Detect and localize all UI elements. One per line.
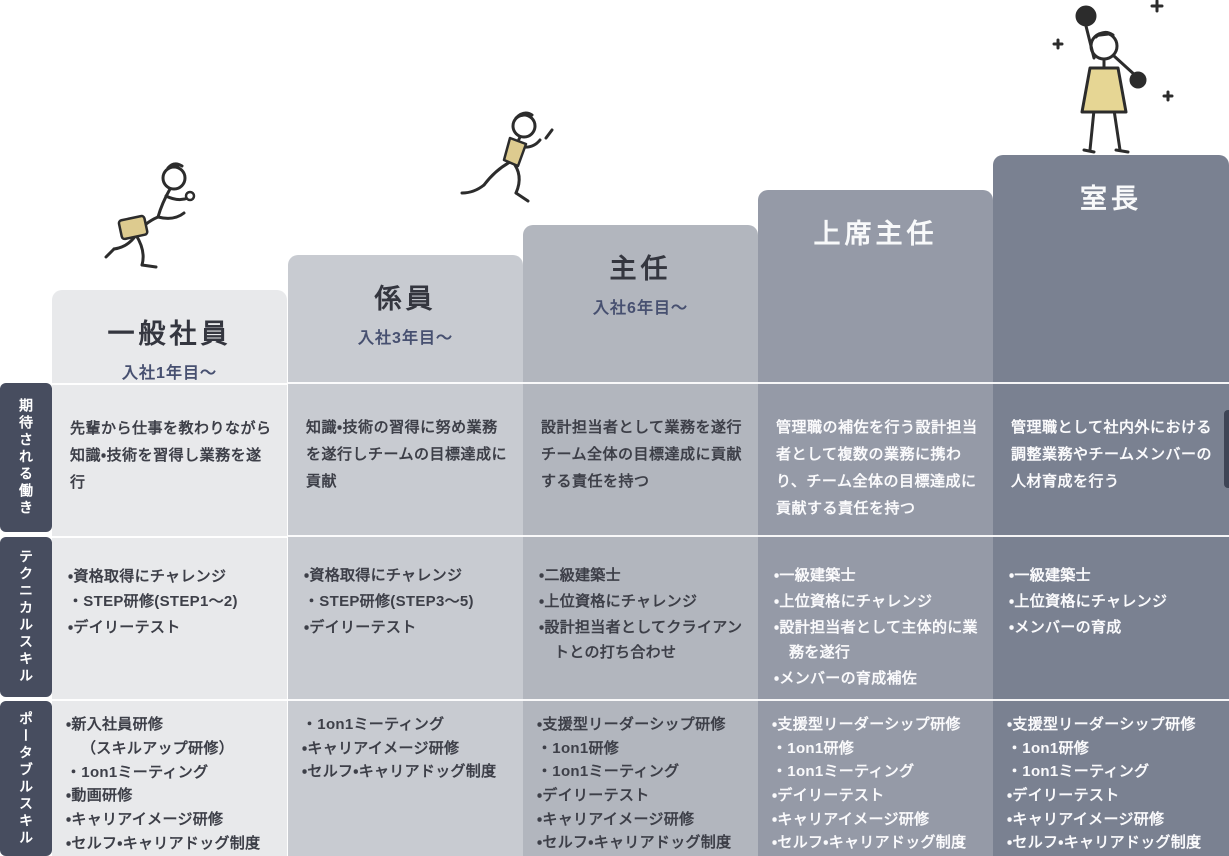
skill-item: ・STEP研修(STEP3～5) [304, 592, 474, 610]
skill-item: ・セルフ・キャリアドッグ制度 [302, 763, 497, 781]
column-subtitle: 入社6年目～ [593, 300, 688, 317]
skill-item: ・1on1ミーティング [537, 763, 680, 781]
career-column-chief: 主任 入社6年目～ 設計担当者として業務を遂行 チーム全体の目標達成に貢献する責… [523, 225, 758, 856]
portable-skills-cell: ・1on1ミーティング・キャリアイメージ研修・セルフ・キャリアドッグ制度 [288, 699, 523, 856]
skill-item: ・二級建築士 [539, 567, 621, 584]
skill-item: ・キャリアイメージ研修 [772, 810, 930, 828]
column-header: 室長 [993, 155, 1229, 382]
column-header: 係員 入社3年目～ [288, 255, 523, 382]
skill-item: ・デイリーテスト [68, 619, 181, 637]
skill-item: ・キャリアイメージ研修 [1007, 810, 1165, 828]
expected-work-cell: 先輩から仕事を教わりながら知識・技術を習得し業務を遂行 [52, 383, 287, 536]
skill-item: ・セルフ・キャリアドッグ制度 [772, 834, 967, 852]
skill-item: ・キャリアイメージ研修 [66, 811, 224, 829]
skill-item: ・STEP研修(STEP1～2) [68, 593, 238, 611]
portable-skills-cell: ・支援型リーダーシップ研修・1on1研修・1on1ミーティング・デイリーテスト・… [758, 699, 993, 856]
portable-skills-cell: ・支援型リーダーシップ研修・1on1研修・1on1ミーティング・デイリーテスト・… [993, 699, 1229, 856]
running-person-with-briefcase-illustration [98, 156, 220, 294]
skill-item: ・1on1ミーティング [66, 763, 209, 781]
skill-item: ・新入社員研修 （スキルアップ研修） [66, 716, 235, 758]
technical-skills-list: ・資格取得にチャレンジ・STEP研修(STEP1～2) ・デイリーテスト [52, 538, 287, 641]
expected-work-cell: 設計担当者として業務を遂行 チーム全体の目標達成に貢献する責任を持つ [523, 382, 758, 535]
expected-work-cell: 管理職として社内外における調整業務やチームメンバーの人材育成を行う [993, 382, 1229, 535]
column-title: 上席主任 [813, 219, 938, 249]
skill-item: ・セルフ・キャリアドッグ制度 [1007, 834, 1202, 852]
career-column-general-employee: 一般社員 入社1年目～ 先輩から仕事を教わりながら知識・技術を習得し業務を遂行 … [52, 290, 287, 856]
portable-skills-list: ・支援型リーダーシップ研修・1on1研修・1on1ミーティング・デイリーテスト・… [993, 701, 1229, 855]
skill-item: ・設計担当者として主体的に業務を遂行 [774, 618, 978, 662]
column-subtitle: 入社3年目～ [358, 330, 453, 347]
technical-skills-cell: ・一級建築士・上位資格にチャレンジ・メンバーの育成 [993, 535, 1229, 699]
portable-skills-list: ・1on1ミーティング・キャリアイメージ研修・セルフ・キャリアドッグ制度 [288, 701, 523, 784]
column-title: 主任 [609, 254, 672, 284]
technical-skills-cell: ・資格取得にチャレンジ・STEP研修(STEP3～5) ・デイリーテスト [288, 535, 523, 699]
row-label-technical-skills: テクニカルスキル [0, 537, 52, 697]
skill-item: ・動画研修 [66, 787, 133, 805]
technical-skills-list: ・一級建築士・上位資格にチャレンジ・メンバーの育成 [993, 537, 1229, 640]
expected-work-text: 管理職の補佐を行う設計担当者として複数の業務に携わり、チーム全体の目標達成に貢献… [776, 419, 978, 517]
skill-item: ・支援型リーダーシップ研修 [537, 716, 726, 733]
column-subtitle: 入社1年目～ [122, 365, 217, 382]
skill-item: ・デイリーテスト [304, 618, 417, 636]
expected-work-cell: 管理職の補佐を行う設計担当者として複数の業務に携わり、チーム全体の目標達成に貢献… [758, 382, 993, 535]
skill-item: ・デイリーテスト [537, 787, 650, 805]
column-header: 上席主任 [758, 190, 993, 382]
row-label-expected-work: 期待される働き [0, 383, 52, 532]
skill-item: ・メンバーの育成補佐 [774, 670, 918, 688]
technical-skills-cell: ・資格取得にチャレンジ・STEP研修(STEP1～2) ・デイリーテスト [52, 535, 287, 700]
technical-skills-cell: ・二級建築士・上位資格にチャレンジ・設計担当者としてクライアントとの打ち合わせ [523, 535, 758, 699]
portable-skills-cell: ・新入社員研修 （スキルアップ研修） ・1on1ミーティング・動画研修・キャリアイ… [52, 699, 287, 856]
column-header: 一般社員 入社1年目～ [52, 290, 287, 383]
expected-work-cell: 知識・技術の習得に努め業務を遂行しチームの目標達成に貢献 [288, 382, 523, 535]
portable-skills-list: ・支援型リーダーシップ研修・1on1研修・1on1ミーティング・デイリーテスト・… [523, 701, 758, 855]
expected-work-text: 先輩から仕事を教わりながら知識・技術を習得し業務を遂行 [70, 420, 272, 491]
skill-item: ・資格取得にチャレンジ [68, 567, 227, 585]
skill-item: ・上位資格にチャレンジ [1009, 592, 1168, 610]
skill-item: ・資格取得にチャレンジ [304, 567, 463, 584]
portable-skills-list: ・支援型リーダーシップ研修・1on1研修・1on1ミーティング・デイリーテスト・… [758, 701, 993, 855]
skill-item: ・1on1ミーティング [302, 716, 445, 733]
column-header: 主任 入社6年目～ [523, 225, 758, 382]
right-edge-accent [1224, 410, 1229, 488]
skill-item: ・デイリーテスト [1007, 787, 1120, 805]
skill-item: ・支援型リーダーシップ研修 [772, 716, 961, 733]
career-column-senior-chief: 上席主任 管理職の補佐を行う設計担当者として複数の業務に携わり、チーム全体の目標… [758, 190, 993, 856]
skill-item: ・1on1ミーティング [1007, 763, 1150, 781]
cheering-person-with-raised-fists-illustration [1028, 0, 1180, 158]
skill-item: ・1on1研修 [772, 739, 855, 757]
portable-skills-list: ・新入社員研修 （スキルアップ研修） ・1on1ミーティング・動画研修・キャリアイ… [52, 701, 287, 855]
row-label-portable-skills: ポータブルスキル [0, 701, 52, 856]
expected-work-text: 管理職として社内外における調整業務やチームメンバーの人材育成を行う [1011, 419, 1213, 490]
expected-work-text: 設計担当者として業務を遂行 チーム全体の目標達成に貢献する責任を持つ [541, 419, 743, 490]
technical-skills-list: ・資格取得にチャレンジ・STEP研修(STEP3～5) ・デイリーテスト [288, 537, 523, 640]
skill-item: ・設計担当者としてクライアントとの打ち合わせ [539, 618, 743, 662]
portable-skills-cell: ・支援型リーダーシップ研修・1on1研修・1on1ミーティング・デイリーテスト・… [523, 699, 758, 856]
career-column-office-manager: 室長 管理職として社内外における調整業務やチームメンバーの人材育成を行う ・一級… [993, 155, 1229, 856]
skill-item: ・上位資格にチャレンジ [539, 592, 698, 610]
column-title: 室長 [1080, 184, 1142, 214]
technical-skills-list: ・二級建築士・上位資格にチャレンジ・設計担当者としてクライアントとの打ち合わせ [523, 537, 758, 666]
skill-item: ・1on1研修 [1007, 739, 1090, 757]
skill-item: ・1on1ミーティング [772, 763, 915, 781]
column-title: 係員 [374, 284, 437, 314]
skill-item: ・一級建築士 [1009, 567, 1091, 584]
skill-item: ・支援型リーダーシップ研修 [1007, 716, 1196, 733]
skill-item: ・キャリアイメージ研修 [537, 810, 695, 828]
technical-skills-list: ・一級建築士・上位資格にチャレンジ・設計担当者として主体的に業務を遂行・メンバー… [758, 537, 993, 692]
skill-item: ・一級建築士 [774, 567, 856, 584]
skill-item: ・セルフ・キャリアドッグ制度 [66, 834, 261, 852]
skill-item: ・キャリアイメージ研修 [302, 739, 460, 757]
skill-item: ・メンバーの育成 [1009, 618, 1122, 636]
technical-skills-cell: ・一級建築士・上位資格にチャレンジ・設計担当者として主体的に業務を遂行・メンバー… [758, 535, 993, 699]
skill-item: ・1on1研修 [537, 739, 620, 757]
career-column-staff: 係員 入社3年目～ 知識・技術の習得に努め業務を遂行しチームの目標達成に貢献 ・… [288, 255, 523, 856]
skill-item: ・上位資格にチャレンジ [774, 592, 933, 610]
running-person-illustration [452, 108, 572, 228]
skill-item: ・デイリーテスト [772, 787, 885, 805]
column-title: 一般社員 [107, 319, 232, 349]
skill-item: ・セルフ・キャリアドッグ制度 [537, 834, 732, 852]
expected-work-text: 知識・技術の習得に努め業務を遂行しチームの目標達成に貢献 [306, 419, 508, 490]
